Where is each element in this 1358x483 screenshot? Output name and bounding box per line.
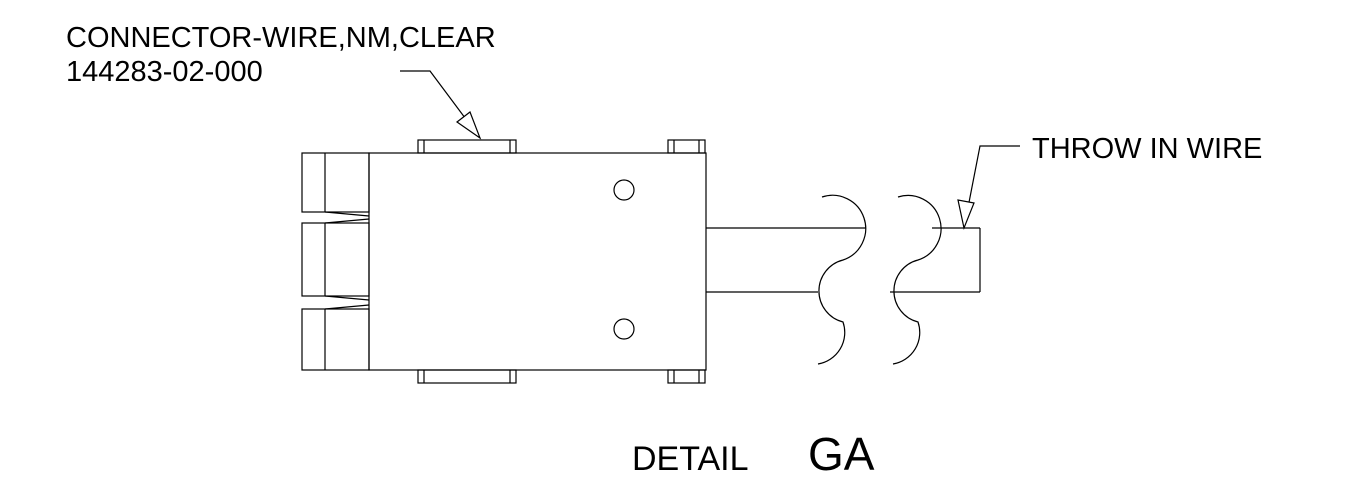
connector-part-number-label: 144283-02-000 (66, 56, 263, 88)
contact-cavity (301, 152, 370, 213)
contact-cavity (301, 308, 370, 371)
top-corner-tab (667, 139, 706, 154)
detail-title-word: DETAIL (632, 440, 749, 478)
wire-callout-arrowhead (957, 199, 975, 231)
wire (706, 194, 981, 365)
wire-callout-label: THROW IN WIRE (1032, 133, 1262, 165)
mounting-hole (613, 318, 635, 340)
connector-description-label: CONNECTOR-WIRE,NM,CLEAR (66, 22, 496, 54)
mounting-hole (613, 179, 635, 201)
wire-break-symbol (892, 194, 942, 365)
contact-cavity (301, 222, 370, 297)
top-latch-tab (417, 139, 517, 154)
connector-leader (400, 70, 482, 140)
connector-body (301, 139, 707, 384)
connector-leader-arrowhead (455, 111, 482, 140)
bottom-latch-tab (417, 369, 517, 384)
connector-housing (368, 152, 707, 371)
wire-break-symbol (817, 194, 867, 365)
wire-callout-leader (957, 145, 1020, 231)
detail-title-id: GA (808, 428, 875, 480)
bottom-corner-tab (667, 369, 706, 384)
